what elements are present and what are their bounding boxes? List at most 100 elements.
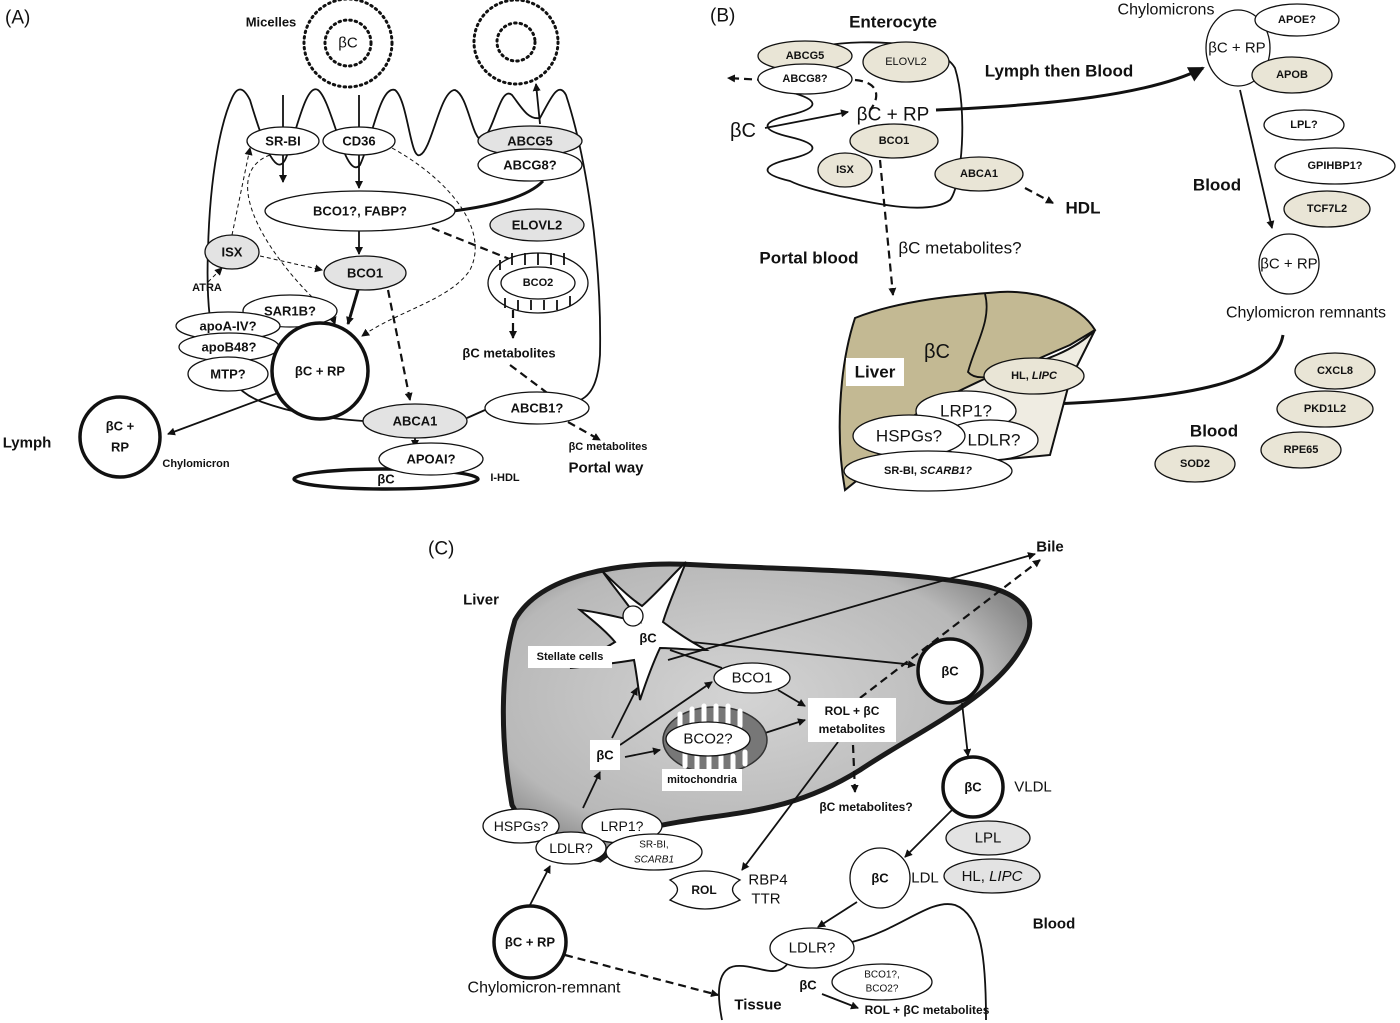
abcg8-node-b xyxy=(757,63,853,95)
abcg8-label: ABCG8? xyxy=(503,158,557,173)
hl-lipc-label-c: HL, LIPC xyxy=(962,868,1023,885)
cd36-node xyxy=(322,126,396,156)
bc-metabolites-label: βC metabolites xyxy=(462,346,555,361)
i-hdl-label: I-HDL xyxy=(490,472,520,484)
ldlr-node-c xyxy=(535,831,607,865)
bco2-label: BCO2 xyxy=(523,277,554,289)
mitochondrion: BCO2 xyxy=(487,252,589,314)
vldl-node xyxy=(941,755,1005,819)
arrow-metabolites-bile xyxy=(859,559,1041,699)
sod2-node xyxy=(1154,445,1236,483)
ldl-bc-label: βC xyxy=(871,871,889,886)
chylomicron-remnant-label: Chylomicron-remnant xyxy=(468,980,621,997)
bco1-bco2-node xyxy=(831,963,933,1001)
portal-way-label: Portal way xyxy=(568,460,644,477)
tcf7l2-label: TCF7L2 xyxy=(1307,203,1347,215)
arrow-bc-bco2 xyxy=(624,747,661,758)
chylomicron-remnants-label: Chylomicron remnants xyxy=(1226,305,1386,322)
atra-label: ATRA xyxy=(192,282,222,294)
mitochondrion-c: BCO2? xyxy=(662,703,768,774)
lrp1-label-c: LRP1? xyxy=(601,818,644,834)
remnant-bc-rp-label: βC + RP xyxy=(1260,256,1317,273)
hepatic-bc-node xyxy=(916,637,984,705)
remnant-node-b xyxy=(1258,233,1320,295)
apob-label: APOB xyxy=(1276,69,1308,81)
sod2-label: SOD2 xyxy=(1180,458,1210,470)
bc-metabolites-label-b: βC metabolites? xyxy=(898,239,1021,258)
abca1-node xyxy=(362,403,468,439)
arrow-stellate-hepatic-bc xyxy=(671,639,916,669)
micelle-outer-2 xyxy=(472,0,560,86)
apoa4-label: apoA-IV? xyxy=(199,319,256,334)
enterocyte-outline-b xyxy=(766,41,964,209)
srbi-label-c: SR-BI, xyxy=(639,840,668,851)
abcb1-label: ABCB1? xyxy=(511,401,564,416)
elovl2-label-b: ELOVL2 xyxy=(885,56,927,68)
sar1b-label: SAR1B? xyxy=(264,304,316,319)
blood-label-c: Blood xyxy=(1033,916,1076,933)
chylomicron-remnant-bc-rp-label: βC + RP xyxy=(505,935,556,950)
apob-node xyxy=(1251,56,1333,94)
pkd1l2-label: PKD1L2 xyxy=(1304,403,1346,415)
panel-b: (B) Enterocyte ABCG5 ABCG8? ELOVL2 βC + … xyxy=(710,2,1396,492)
arrow-abcb1-portal xyxy=(567,421,601,441)
enterocyte-label: Enterocyte xyxy=(849,13,937,32)
arrow-isx-srbi xyxy=(231,147,253,236)
rpe65-node xyxy=(1260,431,1342,469)
stellate-bc-label: βC xyxy=(639,631,657,646)
rol-bc-label-2: metabolites xyxy=(819,722,886,736)
hspgs-label-c: HSPGs? xyxy=(494,818,549,834)
arrow-blood-remnant xyxy=(1239,89,1275,229)
mitochondria-label: mitochondria xyxy=(667,774,738,786)
i-hdl-bc-label: βC xyxy=(377,472,395,487)
arrow-stellate-bile xyxy=(667,552,1036,661)
rpe65-label: RPE65 xyxy=(1284,444,1319,456)
line-stellate-bco1 xyxy=(669,649,723,669)
abca1-label-b: ABCA1 xyxy=(960,168,998,180)
isx-node-b xyxy=(817,152,873,188)
hl-lipc-node-b xyxy=(983,357,1085,395)
lpl-label-c: LPL xyxy=(975,830,1002,847)
blood-label-b1: Blood xyxy=(1193,176,1241,195)
bco1-fabp-node xyxy=(264,190,456,232)
hl-lipc-node-c xyxy=(943,858,1041,894)
apoai-label: APOAI? xyxy=(406,452,455,467)
hspgs-node-c xyxy=(482,808,560,844)
arrow-tissue-output xyxy=(821,993,859,1010)
apoe-label: APOE? xyxy=(1278,14,1316,26)
bco1-fabp-label: BCO1?, FABP? xyxy=(313,204,407,219)
srbi-scarb1-node-b xyxy=(843,450,1013,492)
rol-bc-label-1: ROL + βC xyxy=(825,704,880,718)
bco1-node-c xyxy=(713,662,791,694)
lrp1-label-b: LRP1? xyxy=(940,402,992,421)
cd36-label: CD36 xyxy=(342,134,375,149)
isx-node xyxy=(204,234,260,270)
mitochondria-box xyxy=(662,769,742,791)
hepatic-bc-label: βC xyxy=(941,664,959,679)
chylomicron-bc-label: βC + xyxy=(106,419,135,434)
micelle-inner-2 xyxy=(495,21,537,63)
arrow-bc-bco1 xyxy=(619,681,713,746)
ldl-label: LDL xyxy=(911,870,939,887)
bc-rp-label-b: βC + RP xyxy=(857,105,930,126)
arrow-bco1-bcrp xyxy=(346,289,360,325)
arrow-receptors-bc xyxy=(582,771,601,809)
chylomicron-node-b xyxy=(1205,9,1271,87)
liver-label-b: Liver xyxy=(855,363,896,382)
arrow-vldl-ldl xyxy=(904,809,953,858)
pkd1l2-node xyxy=(1276,390,1374,428)
gpihbp1-node xyxy=(1274,147,1396,185)
apoe-node xyxy=(1254,3,1340,37)
blood-label-b2: Blood xyxy=(1190,422,1238,441)
arrow-bc-in xyxy=(764,109,849,129)
panel-c-label: (C) xyxy=(428,539,454,560)
portal-metabolites-label: βC metabolites xyxy=(569,441,648,453)
bco1-label-b: BCO1 xyxy=(879,135,910,147)
rbp4-label: RBP4 xyxy=(748,872,787,889)
gpihbp1-label: GPIHBP1? xyxy=(1307,160,1362,172)
tissue-output-label: ROL + βC metabolites xyxy=(865,1003,990,1017)
abca1-node-b xyxy=(934,156,1024,192)
arrow-cd36-bcrp xyxy=(361,147,476,337)
connector-fabp-abcg8 xyxy=(452,179,545,213)
liver-label-box xyxy=(846,358,904,386)
